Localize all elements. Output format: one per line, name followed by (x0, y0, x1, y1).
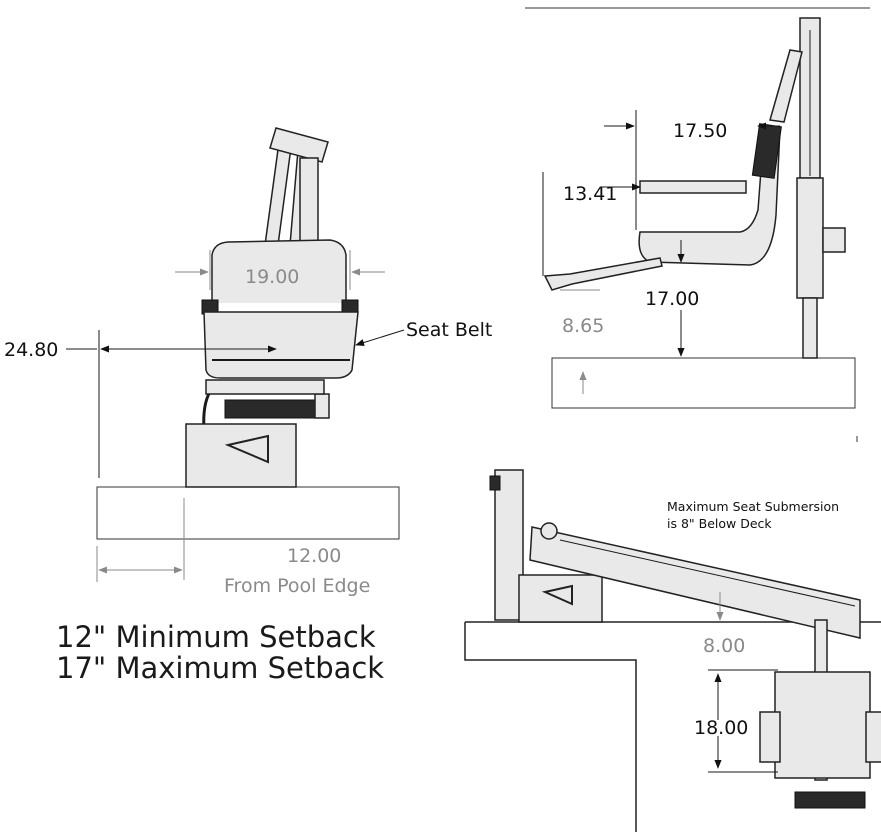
minimum-setback: 12" Minimum Setback (56, 620, 376, 654)
side-deck-block (551, 357, 856, 409)
front-triangle-icon (224, 434, 269, 464)
side-armrest (639, 180, 747, 194)
submerged-footrest (794, 791, 866, 809)
setback-notes: 12" Minimum Setback 17" Maximum Setback (56, 622, 384, 684)
front-distance-dim: 12.00 (287, 545, 341, 567)
maximum-setback: 17" Maximum Setback (56, 651, 385, 685)
submersion-depth-dim: 8.00 (703, 635, 745, 657)
front-seat-back (211, 239, 347, 303)
side-armrest-span-dim: 17.50 (673, 120, 727, 142)
side-seat (638, 127, 781, 266)
front-base (185, 423, 297, 488)
side-footrest (543, 257, 663, 291)
front-seat-width-dim: 19.00 (245, 266, 299, 288)
side-armrest-height-dim: 13.41 (563, 183, 617, 205)
side-footrest-height-dim: 8.65 (562, 315, 604, 337)
submerged-seat (774, 671, 871, 779)
submerged-triangle-icon (541, 584, 573, 606)
submersion-note-line2: is 8" Below Deck (667, 516, 772, 531)
seat-belt-label: Seat Belt (406, 319, 492, 341)
front-view: 19.00 24.80 Seat Belt 12.00 From Pool Ed… (4, 127, 492, 597)
from-pool-edge-label: From Pool Edge (224, 575, 370, 597)
front-actuator (224, 399, 316, 419)
front-seat-pan (203, 311, 359, 379)
submerged-view: Maximum Seat Submersion is 8" Below Deck… (464, 469, 881, 832)
front-height-dim: 24.80 (4, 339, 58, 361)
front-mast (264, 127, 329, 247)
front-deck-block (96, 486, 400, 540)
submersion-note-line1: Maximum Seat Submersion (667, 499, 839, 514)
seat-depth-dim: 18.00 (694, 717, 748, 739)
side-view: 17.50 13.41 17.00 8.65 (525, 7, 870, 442)
submerged-boom (529, 526, 861, 639)
side-seat-height-dim: 17.00 (645, 288, 699, 310)
side-mast (769, 17, 846, 359)
